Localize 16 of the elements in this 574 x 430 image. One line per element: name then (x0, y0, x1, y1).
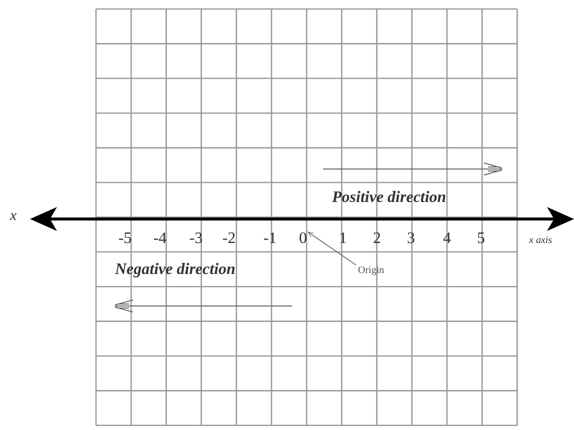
tick-label: -2 (222, 231, 236, 247)
tick-label: 2 (373, 231, 381, 247)
axis-label: x axis (529, 236, 552, 246)
tick-label: 4 (443, 231, 451, 247)
tick-label: -5 (118, 231, 132, 247)
tick-label: 1 (339, 231, 347, 247)
tick-label: 3 (407, 231, 415, 247)
tick-label: -1 (263, 231, 277, 247)
tick-label: 0 (299, 231, 307, 247)
tick-label: -4 (153, 231, 167, 247)
tick-label: 5 (477, 231, 485, 247)
tick-label: -3 (189, 231, 203, 247)
direction-label: Positive direction (332, 190, 446, 206)
direction-label: Negative direction (115, 262, 236, 278)
leader-line (308, 232, 356, 266)
axis-label: x (10, 209, 17, 224)
